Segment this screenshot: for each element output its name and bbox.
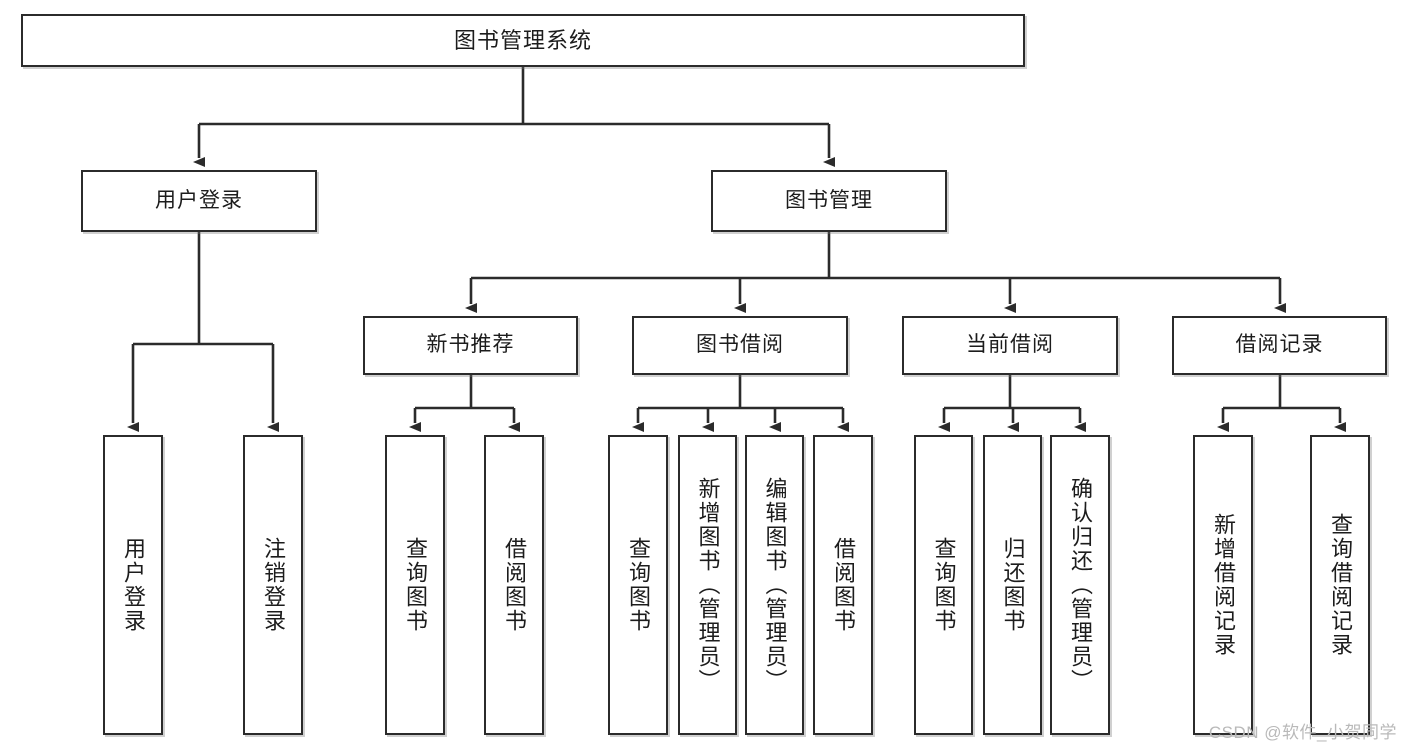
- node-book-manage[interactable]: 图书管理: [711, 170, 947, 232]
- node-leaf-bb-borrow[interactable]: 借阅图书: [813, 435, 873, 735]
- node-label: 当前借阅: [966, 333, 1054, 357]
- node-label: 新书推荐: [426, 333, 515, 357]
- node-label: 借阅图书: [831, 537, 856, 633]
- node-leaf-user-logout[interactable]: 注销登录: [243, 435, 303, 735]
- node-leaf-rec-query[interactable]: 查询图书: [385, 435, 445, 735]
- node-label: 新增借阅记录: [1211, 513, 1236, 657]
- node-label: 注销登录: [261, 537, 286, 633]
- node-leaf-br-add[interactable]: 新增借阅记录: [1193, 435, 1253, 735]
- node-label: 图书管理: [785, 188, 873, 212]
- node-leaf-cb-query[interactable]: 查询图书: [914, 435, 973, 735]
- node-borrow-record[interactable]: 借阅记录: [1172, 316, 1387, 375]
- node-current-borrow[interactable]: 当前借阅: [902, 316, 1118, 375]
- node-leaf-bb-edit[interactable]: 编辑图书（管理员）: [745, 435, 804, 735]
- node-label: 确认归还（管理员）: [1068, 477, 1093, 693]
- node-leaf-rec-borrow[interactable]: 借阅图书: [484, 435, 544, 735]
- node-book-borrow[interactable]: 图书借阅: [632, 316, 848, 375]
- node-leaf-cb-confirm[interactable]: 确认归还（管理员）: [1050, 435, 1110, 735]
- node-leaf-cb-return[interactable]: 归还图书: [983, 435, 1042, 735]
- node-label: 查询借阅记录: [1328, 513, 1353, 657]
- node-label: 编辑图书（管理员）: [762, 477, 788, 693]
- node-leaf-bb-query[interactable]: 查询图书: [608, 435, 668, 735]
- node-label: 用户登录: [155, 188, 243, 212]
- node-label: 新增图书（管理员）: [695, 477, 721, 693]
- node-label: 查询图书: [626, 537, 651, 633]
- node-label: 图书管理系统: [453, 27, 592, 53]
- node-new-book-rec[interactable]: 新书推荐: [363, 316, 578, 375]
- node-label: 查询图书: [403, 537, 428, 633]
- node-label: 借阅图书: [502, 537, 527, 633]
- node-user-login[interactable]: 用户登录: [81, 170, 317, 232]
- node-label: 查询图书: [931, 537, 957, 633]
- node-leaf-user-login[interactable]: 用户登录: [103, 435, 163, 735]
- node-label: 用户登录: [121, 537, 146, 633]
- watermark-text: CSDN @软件_小贺同学: [1208, 723, 1397, 742]
- node-leaf-bb-add[interactable]: 新增图书（管理员）: [678, 435, 737, 735]
- node-leaf-br-query[interactable]: 查询借阅记录: [1310, 435, 1370, 735]
- node-label: 归还图书: [1000, 537, 1026, 633]
- node-label: 图书借阅: [696, 333, 784, 357]
- node-root[interactable]: 图书管理系统: [21, 14, 1025, 67]
- node-label: 借阅记录: [1235, 333, 1324, 357]
